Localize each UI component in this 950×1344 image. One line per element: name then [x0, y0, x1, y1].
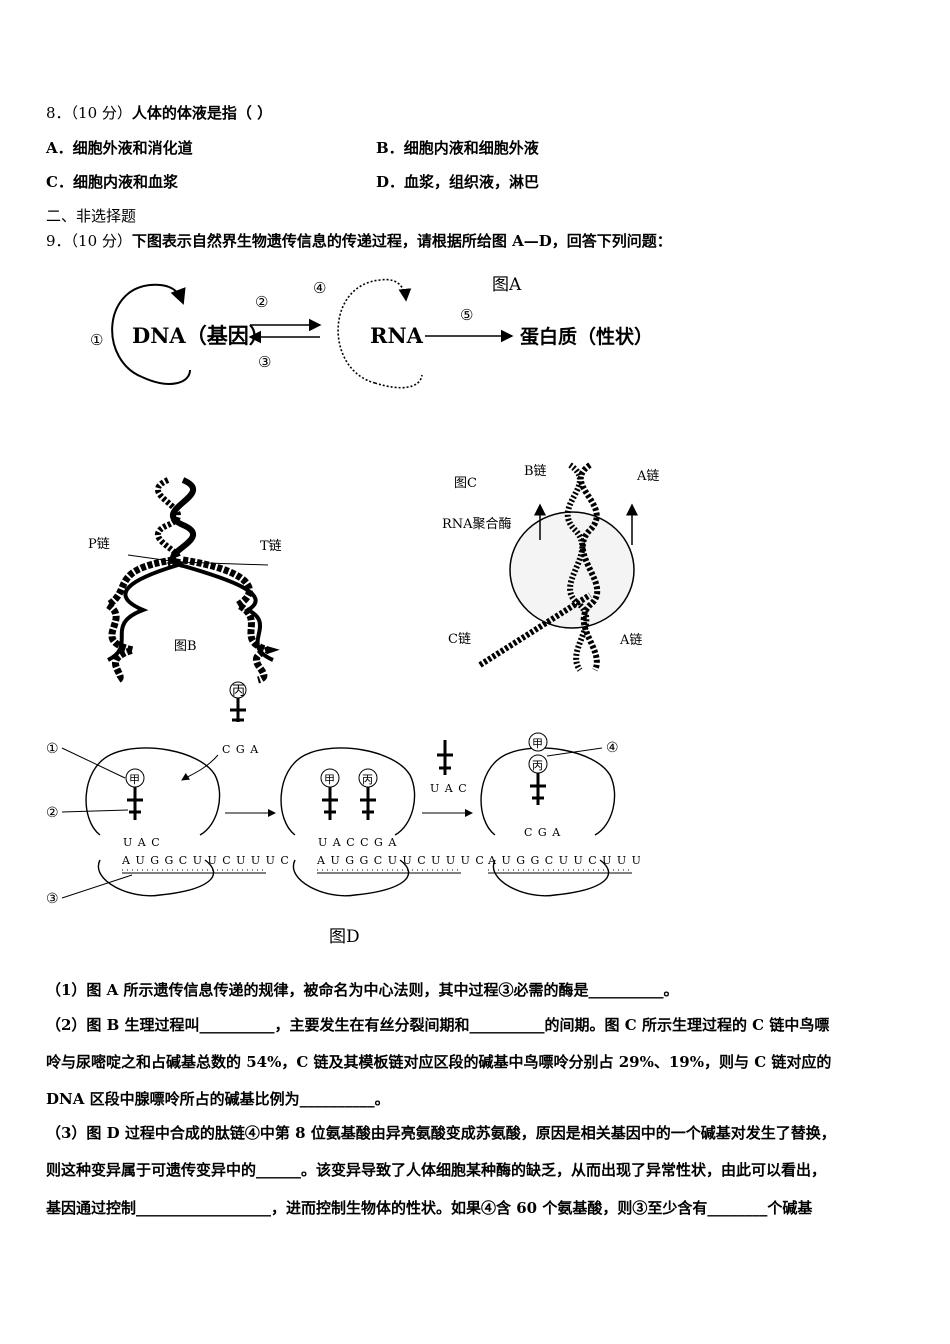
b-strand-label: B链: [524, 464, 547, 479]
circle-4: ④: [313, 279, 326, 297]
circle-5: ⑤: [460, 306, 473, 324]
q8-option-b: B．细胞内液和细胞外液: [376, 137, 539, 158]
q8-stem: 人体的体液是指（ ）: [131, 104, 273, 122]
helix-right-daughter: [179, 556, 280, 684]
q9-part-2-line-3: DNA 区段中腺嘌呤所占的碱基比例为__________。: [46, 1090, 390, 1108]
t-strand-label: T链: [260, 539, 282, 554]
circle-3: ③: [258, 353, 271, 371]
section-heading: 二、非选择题: [46, 207, 137, 225]
trna-bing-2: 丙: [362, 773, 373, 786]
fig-a-title: 图A: [492, 275, 522, 295]
q8-score: （10 分）: [70, 104, 132, 122]
fig-b-title: 图B: [174, 639, 197, 654]
free-trna-bing: 丙: [232, 684, 245, 699]
figure-a: 图A ① DNA（基因） ② ③ ④ RNA ⑤ 蛋白质（性状）: [90, 275, 653, 389]
q8-number: 8．: [46, 104, 71, 122]
q9-part-3-line-1: （3）图 D 过程中合成的肽链④中第 8 位氨基酸由异亮氨酸变成苏氨酸，原因是相…: [46, 1124, 836, 1142]
q8-stem-line: 8．（10 分）人体的体液是指（ ）: [46, 102, 272, 123]
q8-option-d: D．血浆，组织液，淋巴: [376, 171, 539, 192]
q9-part-1: （1）图 A 所示遗传信息传递的规律，被命名为中心法则，其中过程③必需的酶是__…: [46, 981, 679, 999]
helix-top: [155, 477, 196, 568]
q9-part-2-line-1: （2）图 B 生理过程叫__________，主要发生在有丝分裂间期和_____…: [46, 1016, 830, 1034]
ribosome-1-anticodon: U A C: [123, 836, 161, 849]
d-circle-2: ②: [46, 805, 59, 821]
option-letter: C．: [46, 173, 73, 191]
option-text: 细胞外液和消化道: [72, 139, 193, 157]
rna-c-strand: [478, 592, 592, 668]
option-letter: B．: [376, 139, 404, 157]
q9-part-3-line-2: 则这种变异属于可遗传变异中的______。该变异导致了人体细胞某种酶的缺乏，从而…: [46, 1161, 827, 1179]
option-letter: D．: [376, 173, 405, 191]
q9-score: （10 分）: [70, 232, 132, 250]
figure-d: 丙 C G A 甲 U A C A U G G C U U C U U U C …: [46, 681, 640, 947]
circle-2: ②: [255, 293, 268, 311]
a-strand-label-top: A链: [636, 469, 659, 484]
dna-label: DNA（基因）: [132, 323, 270, 348]
dna-double-helix: [564, 462, 601, 672]
d-circle-4: ④: [606, 740, 619, 756]
q9-part-3-line-3: 基因通过控制__________________，进而控制生物体的性状。如果④含…: [46, 1199, 813, 1217]
protein-label: 蛋白质（性状）: [520, 325, 653, 348]
option-text: 细胞内液和血浆: [72, 173, 178, 191]
ribosome-3: [480, 747, 616, 897]
d-circle-1: ①: [46, 741, 59, 757]
ribosome-2-anticodon: U A C C G A: [318, 836, 397, 849]
option-text: 细胞内液和细胞外液: [403, 139, 539, 157]
rna-polymerase-label: RNA聚合酶: [442, 516, 512, 532]
ribosome-3-anticodon: C G A: [524, 826, 561, 839]
d-circle-3: ③: [46, 891, 59, 907]
free-trna-anticodon: C G A: [222, 743, 259, 756]
mrna-2: A U G G C U U C U U U C: [316, 854, 485, 867]
figure-c: 图C B链 A链 RNA聚合酶 C链 A链: [442, 462, 659, 672]
fig-d-title: 图D: [329, 927, 360, 947]
p-strand-label: P链: [88, 537, 110, 552]
rna-replication-loop: [337, 278, 412, 384]
figure-b: P链 T链 图B: [88, 477, 282, 684]
q8-option-a: A．细胞外液和消化道: [46, 137, 193, 158]
ribosome-2: [280, 747, 416, 897]
peptide-jia: 甲: [532, 737, 543, 750]
q9-stem: 下图表示自然界生物遗传信息的传递过程，请根据所给图 A—D，回答下列问题：: [131, 232, 672, 250]
helix-left-daughter: [101, 556, 179, 684]
fig-c-title: 图C: [454, 476, 477, 491]
q9-part-2-line-2: 呤与尿嘧啶之和占碱基总数的 54%，C 链及其模板链对应区段的碱基中鸟嘌呤分别占…: [46, 1053, 832, 1071]
rna-polymerase: [509, 511, 635, 629]
c-strand-label: C链: [448, 632, 471, 647]
departing-trna-anticodon: U A C: [430, 782, 468, 795]
rna-label: RNA: [370, 323, 424, 348]
q9-number: 9．: [46, 232, 71, 250]
option-text: 血浆，组织液，淋巴: [404, 173, 540, 191]
q9-stem-line: 9．（10 分）下图表示自然界生物遗传信息的传递过程，请根据所给图 A—D，回答…: [46, 230, 672, 251]
trna-bing-3: 丙: [532, 759, 543, 772]
mrna-3: A U G G C U U C U U U C: [487, 854, 640, 867]
option-letter: A．: [46, 139, 73, 157]
trna-jia-2: 甲: [324, 773, 335, 786]
circle-1: ①: [90, 331, 103, 349]
q8-option-c: C．细胞内液和血浆: [46, 171, 178, 192]
a-strand-label-bottom: A链: [619, 633, 642, 648]
replication-loop: [111, 283, 186, 378]
mrna-1: A U G G C U U C U U U C: [121, 854, 290, 867]
trna-jia-1: 甲: [129, 773, 140, 786]
